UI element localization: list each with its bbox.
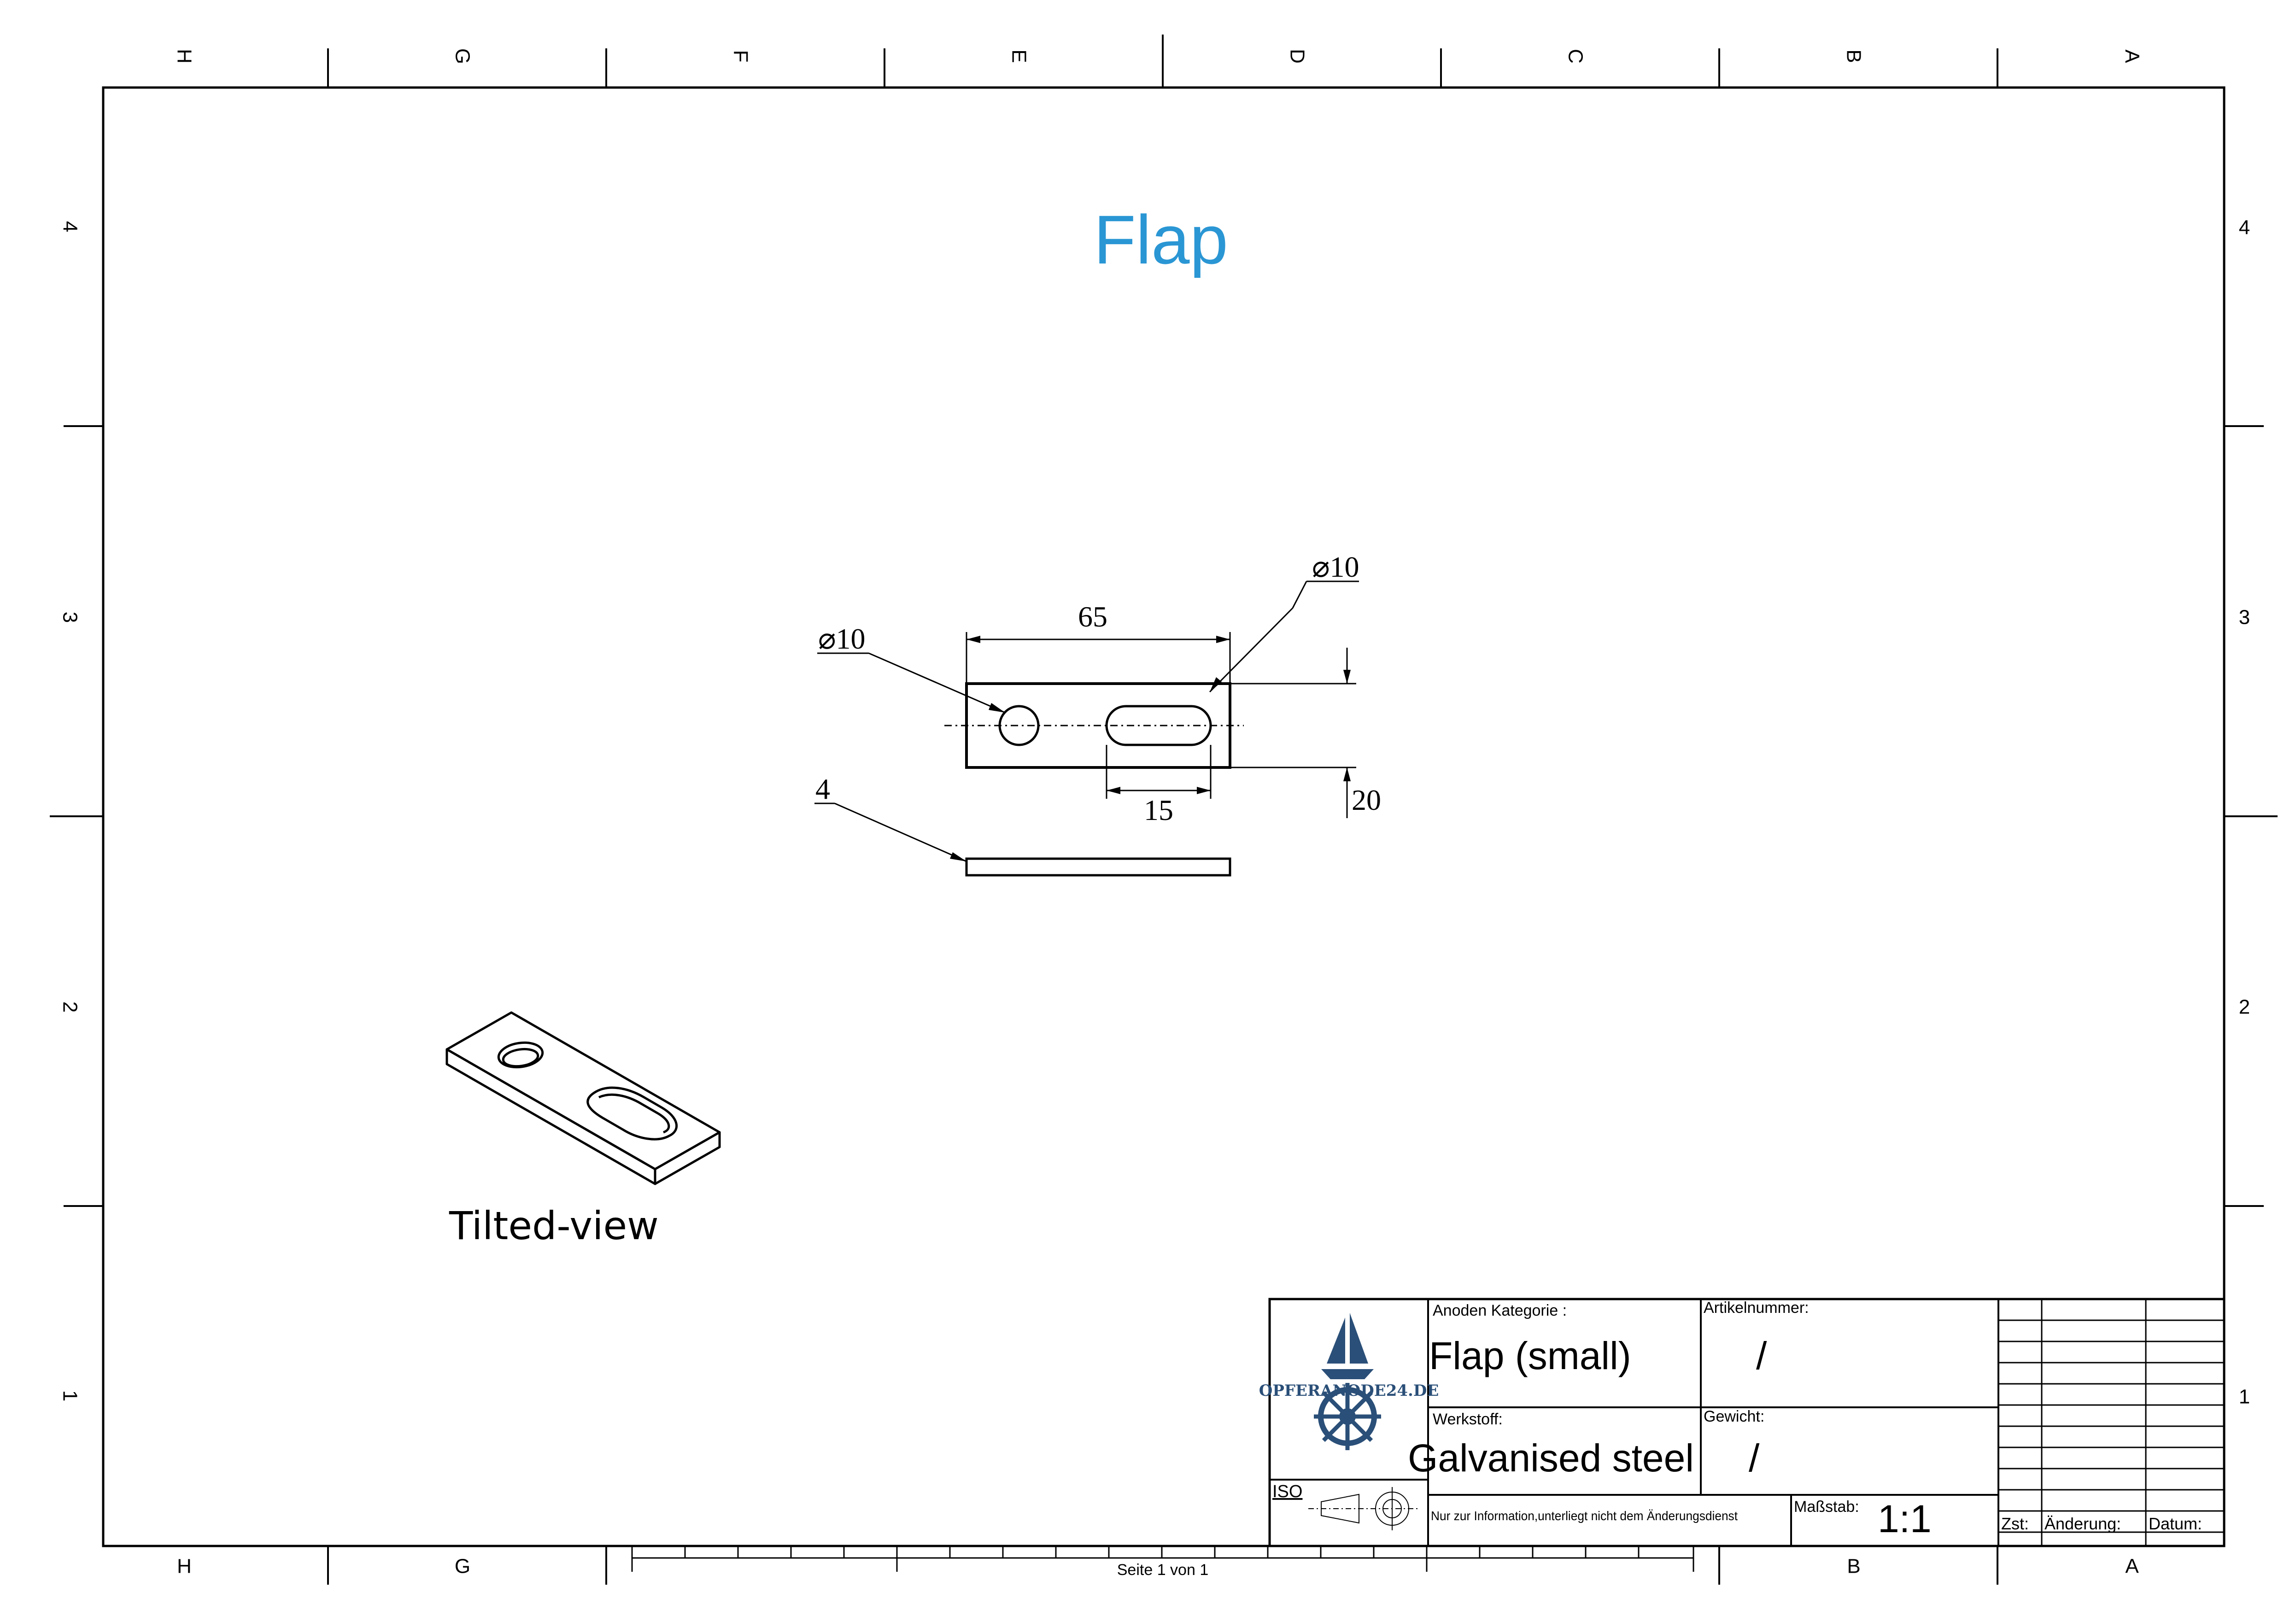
left-zone-ticks <box>50 425 103 1207</box>
scale-label: Maßstab: <box>1794 1498 1859 1516</box>
title-block <box>1268 1298 2226 1547</box>
tilted-view <box>445 1011 721 1185</box>
dim-width <box>1230 648 1356 818</box>
zone-col-B: B <box>1843 49 1865 63</box>
rev-change-label: Änderung: <box>2044 1514 2121 1533</box>
zone-row-1-right: 1 <box>2239 1386 2250 1408</box>
sailboat-helm-icon <box>1314 1313 1381 1450</box>
weight-label: Gewicht: <box>1704 1408 1764 1425</box>
zone-bottom-B: B <box>1847 1555 1860 1578</box>
category-value: Flap (small) <box>1429 1334 1631 1377</box>
right-zone-ticks <box>2224 425 2278 1207</box>
scale-value: 1:1 <box>1878 1497 1932 1540</box>
drawing-title: Flap <box>1094 201 1228 278</box>
rev-zst-label: Zst: <box>2001 1514 2029 1533</box>
dim-length-label: 65 <box>1078 600 1107 633</box>
logo-text: OPFERANODE24.DE <box>1259 1382 1439 1400</box>
bottom-zone-letters: H G B A <box>177 1555 2139 1578</box>
dim-length <box>966 632 1231 684</box>
zone-col-G: G <box>451 48 474 64</box>
zone-col-A: A <box>2121 49 2144 63</box>
dim-slot-length-label: 15 <box>1144 794 1173 826</box>
zone-row-2-right: 2 <box>2239 996 2250 1019</box>
zone-row-4-right: 4 <box>2239 217 2250 239</box>
top-zone-letters: H G F E D C B A <box>173 48 2144 64</box>
zone-col-C: C <box>1564 49 1587 64</box>
page-number: Seite 1 von 1 <box>1117 1561 1208 1579</box>
category-label: Anoden Kategorie : <box>1433 1302 1567 1319</box>
zone-bottom-G: G <box>455 1555 470 1578</box>
zone-row-2-left: 2 <box>59 1001 82 1013</box>
leader-thickness <box>814 802 967 862</box>
top-zone-ticks <box>327 35 1998 88</box>
side-view <box>965 857 1231 877</box>
zone-bottom-H: H <box>177 1555 192 1578</box>
iso-label: ISO <box>1272 1482 1302 1501</box>
leader-left-hole <box>817 652 1006 714</box>
material-value: Galvanised steel <box>1408 1436 1694 1480</box>
tilted-view-label: Tilted-view <box>449 1203 659 1248</box>
dim-slot-length <box>1106 745 1212 799</box>
scale-ruler <box>631 1546 1694 1572</box>
revision-grid <box>1998 1299 2224 1546</box>
article-value: / <box>1756 1334 1767 1377</box>
zone-col-F: F <box>730 50 752 63</box>
zone-col-E: E <box>1008 49 1031 63</box>
info-note: Nur zur Information,unterliegt nicht dem… <box>1431 1509 1738 1523</box>
slot-hole <box>1105 705 1212 746</box>
leader-left-hole-label: ⌀10 <box>818 622 866 655</box>
left-zone-numbers: 4 3 2 1 <box>59 221 82 1401</box>
zone-row-3-left: 3 <box>59 612 82 623</box>
zone-row-1-left: 1 <box>59 1390 82 1401</box>
round-hole <box>998 705 1040 746</box>
leader-thickness-label: 4 <box>815 773 830 805</box>
bottom-zone-ticks <box>327 1546 1998 1585</box>
right-zone-numbers: 4 3 2 1 <box>2239 217 2250 1408</box>
leader-slot <box>1209 580 1359 693</box>
top-view <box>944 682 1244 769</box>
zone-row-4-left: 4 <box>59 221 82 232</box>
zone-col-H: H <box>173 49 196 64</box>
first-angle-projection-icon <box>1308 1487 1419 1530</box>
weight-value: / <box>1749 1436 1760 1480</box>
zone-bottom-A: A <box>2125 1555 2139 1578</box>
zone-col-D: D <box>1286 49 1309 64</box>
zone-row-3-right: 3 <box>2239 606 2250 629</box>
dim-width-label: 20 <box>1352 784 1381 816</box>
article-label: Artikelnummer: <box>1704 1299 1809 1317</box>
rev-date-label: Datum: <box>2149 1514 2202 1533</box>
material-label: Werkstoff: <box>1433 1411 1503 1428</box>
leader-slot-label: ⌀10 <box>1312 550 1359 583</box>
